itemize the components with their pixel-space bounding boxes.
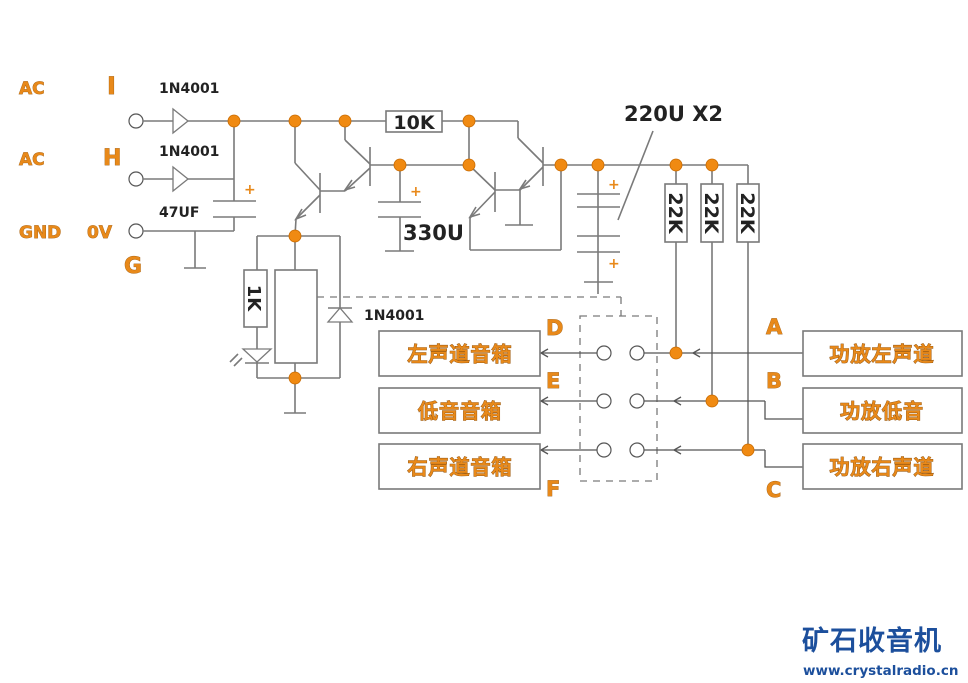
junction-dot (288, 114, 302, 128)
speaker-right-box (378, 443, 541, 490)
cap-220u-plus-2: + (608, 256, 620, 272)
junction-dot (705, 158, 719, 172)
cap-47uf-label: 47UF (159, 205, 199, 221)
gnd-terminal (128, 223, 144, 239)
relay-section: 1K 1N4001 (229, 235, 622, 414)
cap-47uf-plus: + (244, 182, 256, 198)
junction-dot (227, 114, 241, 128)
watermark-logo: 矿石收音机 www.crystalradio.cn (802, 625, 958, 679)
speaker-bass-box (378, 387, 541, 434)
diode2-symbol (172, 165, 190, 193)
amp-bass-box (802, 387, 963, 434)
contact-a (629, 345, 645, 361)
pin-e-label: E (546, 369, 560, 393)
cap-220u-leader-line (617, 130, 654, 221)
junction-dot (462, 114, 476, 128)
led-symbol (241, 348, 273, 363)
diode1-symbol (172, 107, 190, 135)
ac1-terminal (128, 113, 144, 129)
relay-contact-box (579, 315, 658, 482)
junction-dot (338, 114, 352, 128)
speaker-right-label: 右声道音箱 (408, 455, 513, 479)
resistor-22k-b-label: 22K (700, 192, 722, 234)
resistor-22k-c-label: 22K (736, 192, 758, 234)
relay-contacts (539, 315, 803, 482)
cap-330u-label: 330U (403, 221, 464, 245)
junction-dot (554, 158, 568, 172)
power-input-section: AC I AC H GND 0V G 1N4001 1N4001 + 47UF (19, 72, 256, 279)
speaker-left-box (378, 330, 541, 377)
junction-dots (227, 114, 755, 457)
ac2-pin-label: H (103, 146, 121, 171)
gnd-label: GND (19, 223, 61, 243)
ac1-label: AC (19, 79, 45, 99)
speaker-bass-label: 低音音箱 (417, 399, 502, 423)
junction-dot (669, 346, 683, 360)
pin-b-label: B (766, 369, 782, 393)
junction-dot (741, 443, 755, 457)
amp-right-box (802, 443, 963, 490)
relay-diode-label: 1N4001 (364, 308, 424, 324)
gnd-pin-label: G (124, 254, 142, 279)
cap-220u-label: 220U X2 (624, 102, 723, 126)
pin-c-label: C (766, 478, 781, 502)
junction-dot (462, 158, 476, 172)
watermark-url: www.crystalradio.cn (803, 663, 958, 679)
pin-d-label: D (546, 316, 563, 340)
pin-f-label: F (546, 477, 560, 501)
amplifier-inputs: 功放左声道 功放低音 功放右声道 A B C (766, 315, 963, 502)
watermark-title: 矿石收音机 (802, 625, 942, 657)
ac2-label: AC (19, 150, 45, 170)
gnd-voltage-label: 0V (87, 223, 113, 243)
output-filter-section: 220U X2 + + 22K 22K 22K (577, 102, 760, 450)
junction-dot (288, 371, 302, 385)
amp-left-box (802, 330, 963, 377)
junction-dot (705, 394, 719, 408)
resistor-1k (243, 269, 268, 328)
ac2-terminal (128, 171, 144, 187)
pin-a-label: A (766, 315, 783, 339)
amp-right-label: 功放右声道 (830, 455, 935, 479)
resistor-1k-label: 1K (243, 285, 264, 313)
cap-220u-plus-1: + (608, 177, 620, 193)
resistor-10k-label: 10K (393, 112, 435, 134)
junction-dot (669, 158, 683, 172)
junction-dot (288, 229, 302, 243)
diode1-label: 1N4001 (159, 81, 219, 97)
regulator-section: 10K + 330U (234, 110, 712, 252)
speaker-left-label: 左声道音箱 (408, 342, 513, 366)
junction-dot (591, 158, 605, 172)
contact-e (596, 393, 612, 409)
contact-b (629, 393, 645, 409)
amp-left-label: 功放左声道 (830, 342, 935, 366)
resistor-22k-a-label: 22K (664, 192, 686, 234)
relay-diode-symbol (326, 307, 354, 323)
contact-c (629, 442, 645, 458)
diode2-label: 1N4001 (159, 144, 219, 160)
amp-bass-label: 功放低音 (840, 399, 924, 423)
junction-dot (393, 158, 407, 172)
speaker-outputs: 左声道音箱 低音音箱 右声道音箱 D E F (378, 316, 564, 501)
contact-f (596, 442, 612, 458)
cap-330u-plus: + (410, 184, 422, 200)
relay-coil (274, 269, 318, 364)
contact-d (596, 345, 612, 361)
ac1-pin-label: I (107, 72, 116, 100)
